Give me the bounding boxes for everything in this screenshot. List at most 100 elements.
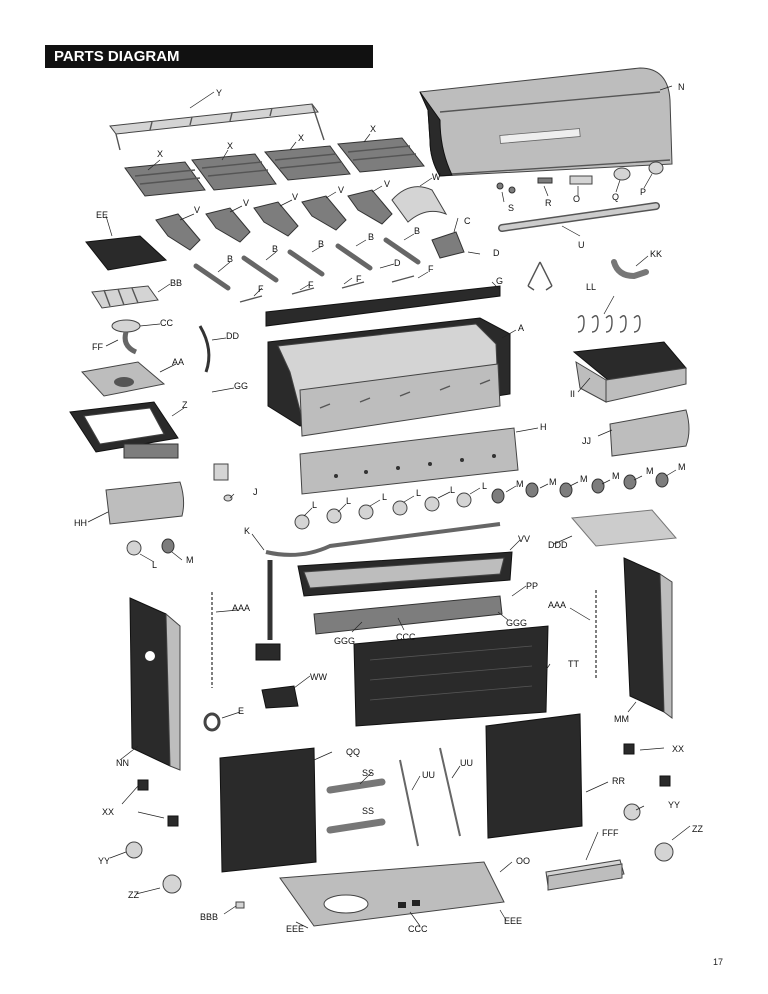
label-uu: UU <box>460 758 473 768</box>
part-tool-hooks <box>577 315 641 333</box>
part-side-control-panel <box>105 481 185 525</box>
part-grease-cup <box>203 685 299 732</box>
label-b: B <box>318 239 324 249</box>
label-z: Z <box>182 400 188 410</box>
label-jj: JJ <box>582 436 591 446</box>
part-gas-manifold <box>255 522 501 661</box>
part-cart-side-left <box>129 597 181 771</box>
part-side-panel-right <box>609 409 690 457</box>
part-side-burner <box>111 319 141 355</box>
label-zz: ZZ <box>128 890 139 900</box>
label-e: E <box>238 706 244 716</box>
part-burners <box>193 231 465 291</box>
part-heat-shield <box>545 859 625 891</box>
label-oo: OO <box>516 856 530 866</box>
label-mm: MM <box>614 714 629 724</box>
label-m: M <box>549 477 557 487</box>
label-xx: XX <box>102 807 114 817</box>
part-side-handle <box>611 259 649 280</box>
label-bbb: BBB <box>200 912 218 922</box>
label-qq: QQ <box>346 747 360 757</box>
part-door-right <box>485 713 583 839</box>
label-f: F <box>428 264 434 274</box>
part-cart-side-right <box>623 557 673 719</box>
label-x: X <box>298 133 304 143</box>
label-ggg: GGG <box>334 636 355 646</box>
label-k: K <box>244 526 250 536</box>
label-ccc: CCC <box>408 924 428 934</box>
part-door-handles <box>326 778 386 834</box>
label-m: M <box>612 471 620 481</box>
label-l: L <box>416 488 421 498</box>
part-firebox <box>267 317 511 437</box>
part-wire-tool <box>527 261 553 291</box>
label-w: W <box>432 172 441 182</box>
part-hood-handle <box>498 202 660 232</box>
label-q: Q <box>612 192 619 202</box>
part-side-burner-box <box>81 361 166 397</box>
label-ss: SS <box>362 768 374 778</box>
page-number: 17 <box>713 957 724 967</box>
label-yy: YY <box>98 856 110 866</box>
label-m: M <box>516 479 524 489</box>
part-flame-tamers <box>155 189 393 251</box>
label-h: H <box>540 422 547 432</box>
label-uu: UU <box>422 770 435 780</box>
leader-lines <box>87 85 691 929</box>
part-cooking-grates <box>124 137 425 197</box>
label-dd: DD <box>226 331 239 341</box>
label-aaa: AAA <box>232 603 250 613</box>
label-eee: EEE <box>286 924 304 934</box>
label-l: L <box>152 560 157 570</box>
part-side-burner-grate <box>85 235 168 271</box>
part-side-burner-frame <box>69 401 179 459</box>
label-f: F <box>308 280 314 290</box>
part-heat-tent <box>391 186 448 223</box>
part-gas-tube <box>198 325 211 373</box>
label-aa: AA <box>172 357 184 367</box>
label-v: V <box>243 198 249 208</box>
label-ddd: DDD <box>548 540 568 550</box>
label-aaa: AAA <box>548 600 566 610</box>
label-v: V <box>292 192 298 202</box>
label-r: R <box>545 198 552 208</box>
label-x: X <box>370 124 376 134</box>
label-m: M <box>580 474 588 484</box>
part-labels: Y N X X X X W V V V V V EE S R O Q P C D… <box>74 82 703 934</box>
part-casters <box>125 803 674 894</box>
label-ii: II <box>570 389 575 399</box>
part-bottom-shelf <box>279 861 505 927</box>
label-y: Y <box>216 88 222 98</box>
label-ww: WW <box>310 672 327 682</box>
label-nn: NN <box>116 758 129 768</box>
label-v: V <box>338 185 344 195</box>
label-ccc: CCC <box>396 632 416 642</box>
part-hood-hardware <box>496 161 664 194</box>
part-cart-back <box>353 625 549 727</box>
label-l: L <box>312 500 317 510</box>
label-d: D <box>493 248 500 258</box>
label-ll: LL <box>586 282 596 292</box>
label-l: L <box>450 485 455 495</box>
part-support-rods <box>211 590 597 688</box>
label-f: F <box>356 274 362 284</box>
label-ss: SS <box>362 806 374 816</box>
label-l: L <box>382 492 387 502</box>
part-hinge-rods <box>399 747 461 847</box>
label-x: X <box>227 141 233 151</box>
label-a: A <box>518 323 524 333</box>
label-b: B <box>368 232 374 242</box>
part-side-shelf <box>572 341 687 403</box>
label-m: M <box>186 555 194 565</box>
label-eee: EEE <box>504 916 522 926</box>
label-tt: TT <box>568 659 579 669</box>
label-m: M <box>678 462 686 472</box>
page-title: PARTS DIAGRAM <box>45 45 373 68</box>
part-grease-tray <box>297 551 513 597</box>
label-p: P <box>640 187 646 197</box>
label-x: X <box>157 149 163 159</box>
part-drip-sheet <box>570 509 678 547</box>
part-door-left <box>219 747 317 873</box>
label-u: U <box>578 240 585 250</box>
part-clips <box>137 743 671 827</box>
